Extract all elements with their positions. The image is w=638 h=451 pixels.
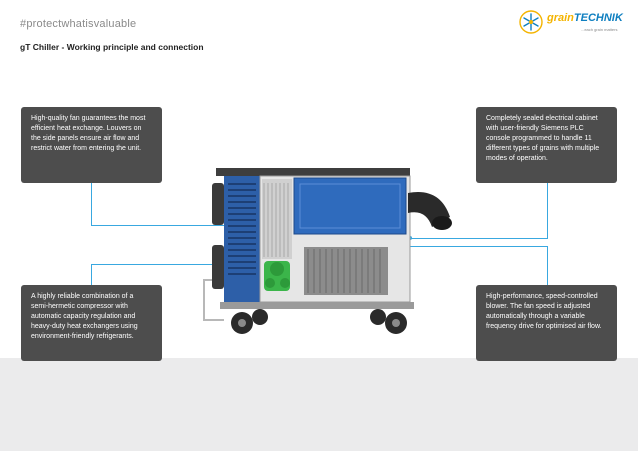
callout-compressor: A highly reliable combination of a semi-… [21,285,162,361]
lower-background-band [0,358,638,451]
page-title: gT Chiller - Working principle and conne… [20,42,204,52]
snowflake-logo-icon [519,10,543,34]
logo-wordmark: grainTECHNIK [547,12,623,24]
connector-compressor-vertical [91,264,92,285]
connector-cabinet-horizontal [410,238,548,239]
connector-cabinet-vertical [547,183,548,238]
graintechnik-logo: grainTECHNIK ...each grain matters [519,8,629,36]
connector-blower-horizontal [334,246,548,247]
connector-fan-vertical [91,183,92,225]
connector-fan-horizontal [91,225,236,226]
connector-blower-vertical [547,246,548,285]
connector-compressor-horizontal [91,264,274,265]
hashtag-text: #protectwhatisvaluable [20,18,137,30]
callout-electrical-cabinet: Completely sealed electrical cabinet wit… [476,107,617,183]
logo-tagline: ...each grain matters [581,27,618,32]
callout-blower: High-performance, speed-controlled blowe… [476,285,617,361]
logo-technik-text: TECHNIK [573,12,623,24]
chiller-unit-illustration [203,168,452,334]
logo-grain-text: grain [547,12,574,24]
callout-fan: High-quality fan guarantees the most eff… [21,107,162,183]
